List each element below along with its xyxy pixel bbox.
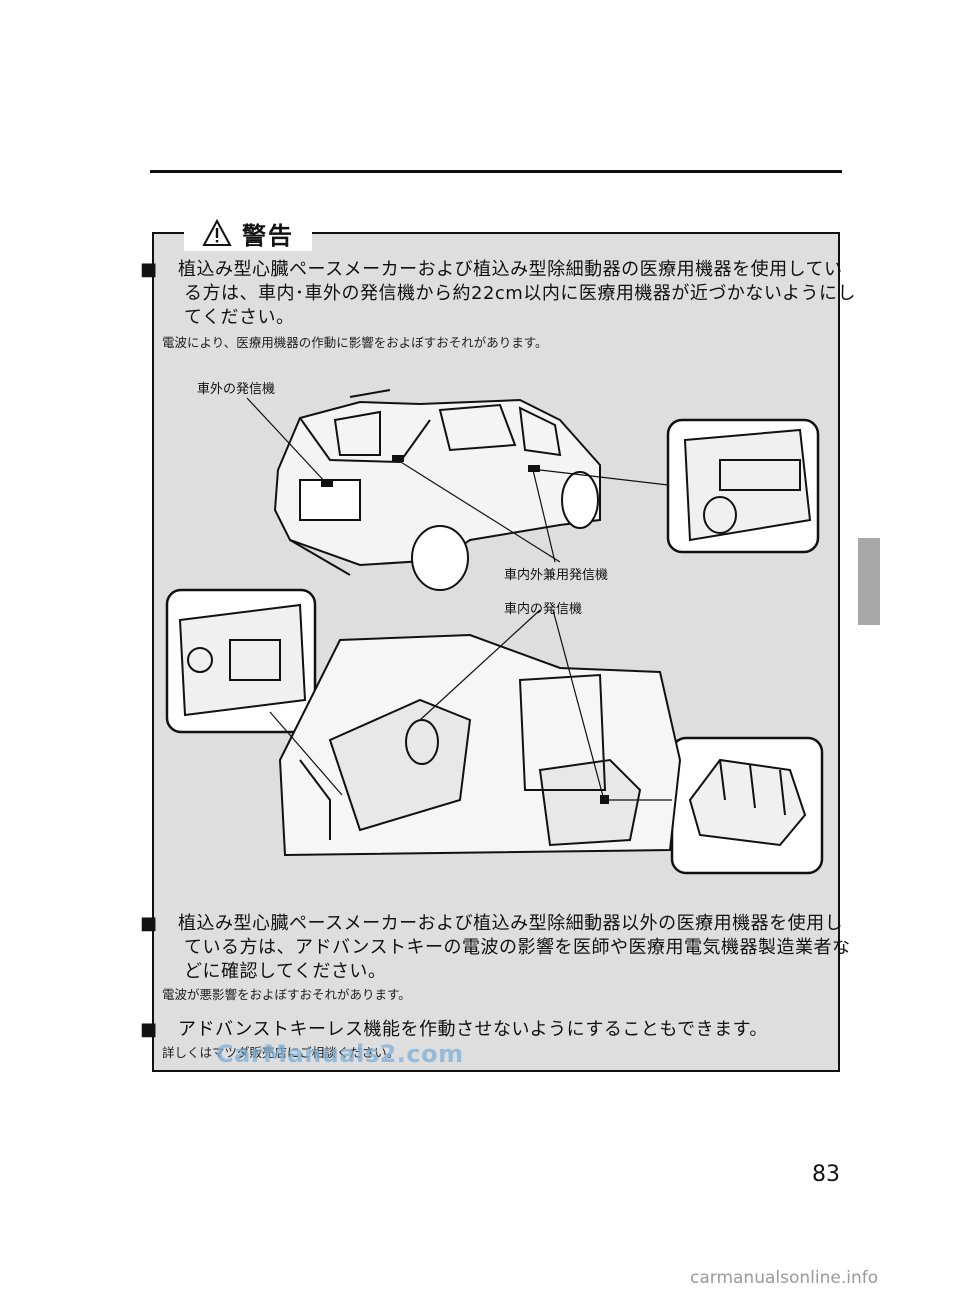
rear-seat-inset	[670, 736, 824, 875]
label-interior-transmitter: 車内の発信機	[504, 602, 583, 617]
car-exterior-drawing	[273, 389, 601, 591]
glovebox-inset	[165, 588, 317, 734]
warning-item-2: ■ 植込み型心臓ペースメーカーおよび植込み型除細動器以外の医療用機器を使用している…	[140, 912, 856, 984]
warning-item-2-note: 電波が悪影響をおよぼすおそれがあります。	[162, 987, 411, 1002]
warning-item-1-text: 植込み型心臓ペースメーカーおよび植込み型除細動器の医療用機器を使用している方は、…	[178, 259, 856, 328]
square-bullet-icon: ■	[140, 913, 158, 934]
door-handle-inset	[666, 418, 820, 554]
page-number: 83	[812, 1162, 840, 1187]
transmitter-markers	[321, 455, 609, 804]
square-bullet-icon: ■	[140, 1019, 158, 1040]
warning-item-3-note: 詳しくはマツダ販売店にご相談ください。	[162, 1045, 400, 1060]
warning-item-3-text: アドバンストキーレス機能を作動させないようにすることもできます。	[178, 1019, 768, 1040]
warning-item-1: ■ 植込み型心臓ペースメーカーおよび植込み型除細動器の医療用機器を使用している方は…	[140, 258, 856, 330]
label-combined-transmitter: 車内外兼用発信機	[504, 568, 609, 583]
leader-lines	[246, 397, 672, 801]
warning-header: 警告	[184, 215, 312, 251]
top-rule	[150, 170, 842, 173]
car-interior-drawing	[278, 633, 682, 857]
footer-url: carmanualsonline.info	[690, 1268, 879, 1288]
square-bullet-icon: ■	[140, 259, 158, 280]
section-tab-marker	[858, 538, 880, 625]
label-exterior-transmitter: 車外の発信機	[197, 382, 276, 397]
warning-title: 警告	[242, 221, 294, 250]
warning-item-1-note: 電波により、医療用機器の作動に影響をおよぼすおそれがあります。	[162, 335, 548, 350]
warning-item-3: ■ アドバンストキーレス機能を作動させないようにすることもできます。	[140, 1018, 856, 1042]
warning-item-2-text: 植込み型心臓ペースメーカーおよび植込み型除細動器以外の医療用機器を使用している方…	[178, 913, 851, 982]
watermark: CarManuals2.com	[216, 1040, 464, 1068]
warning-triangle-icon	[202, 219, 232, 246]
